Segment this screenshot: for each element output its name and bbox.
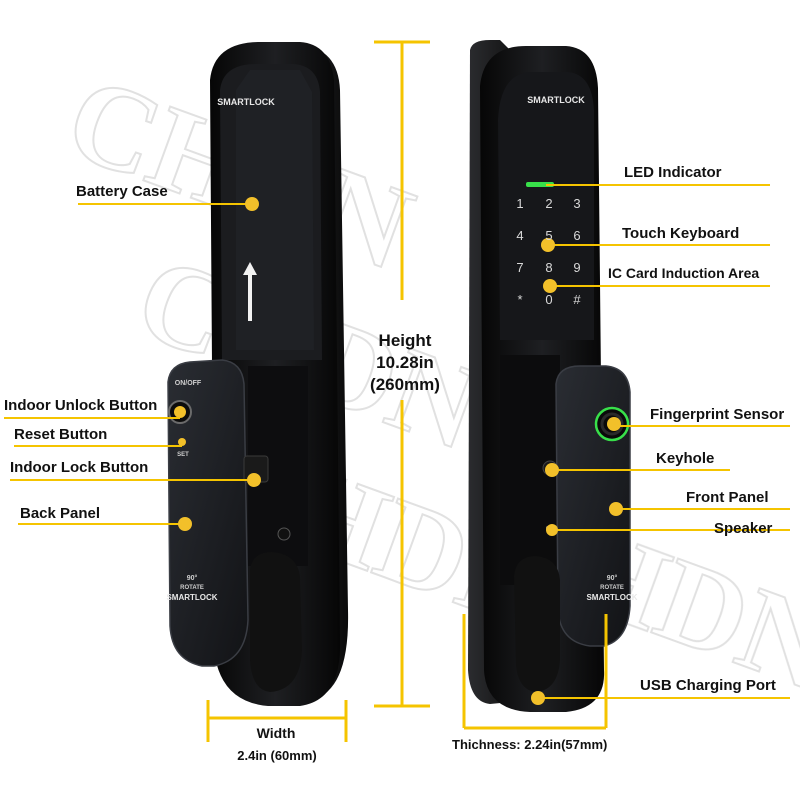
keypad-panel bbox=[498, 72, 594, 340]
label-back-panel: Back Panel bbox=[20, 505, 101, 522]
dot-ic-card bbox=[543, 279, 557, 293]
back-rotate-deg: 90° bbox=[187, 574, 198, 582]
back-lock bbox=[167, 42, 349, 706]
back-panel-plate bbox=[167, 359, 249, 667]
label-usb-charging-port: USB Charging Port bbox=[640, 677, 776, 694]
width-title: Width bbox=[256, 725, 296, 741]
label-indoor-unlock-button: Indoor Unlock Button bbox=[4, 397, 158, 414]
dot-indoor-lock bbox=[247, 473, 261, 487]
dot-touch-keyboard bbox=[541, 238, 555, 252]
back-lock-handle bbox=[250, 552, 302, 692]
front-lock-handle bbox=[514, 556, 560, 692]
dot-keyhole bbox=[545, 463, 559, 477]
touch-keypad: 1 2 3 4 5 6 7 8 9 * 0 # bbox=[516, 196, 581, 307]
label-front-panel: Front Panel bbox=[686, 489, 769, 506]
device-text: SMARTLOCK ON/OFF SET 90° ROTATE SMARTLOC… bbox=[166, 95, 637, 602]
label-battery-case: Battery Case bbox=[76, 183, 168, 200]
on-off-text: ON/OFF bbox=[175, 380, 202, 387]
height-millimeters: (260mm) bbox=[370, 375, 440, 394]
front-rotate-text: ROTATE bbox=[600, 585, 624, 591]
front-rotate-deg: 90° bbox=[607, 574, 618, 582]
keypad-key[interactable]: 6 bbox=[573, 228, 580, 243]
front-lock-brand: SMARTLOCK bbox=[527, 95, 585, 105]
keypad-key[interactable]: 2 bbox=[545, 196, 552, 211]
keypad-key[interactable]: 8 bbox=[545, 260, 552, 275]
label-speaker: Speaker bbox=[714, 520, 773, 537]
label-indoor-lock-button: Indoor Lock Button bbox=[10, 459, 149, 476]
width-value: 2.4in (60mm) bbox=[237, 748, 317, 763]
set-text: SET bbox=[177, 452, 189, 458]
dot-fingerprint bbox=[607, 417, 621, 431]
dot-indoor-unlock bbox=[174, 406, 186, 418]
height-inches: 10.28in bbox=[376, 353, 434, 372]
front-lock bbox=[468, 40, 631, 712]
keypad-key[interactable]: 7 bbox=[516, 260, 523, 275]
dimension-lines bbox=[206, 40, 608, 742]
height-title: Height bbox=[378, 331, 432, 350]
keypad-key[interactable]: 5 bbox=[545, 228, 552, 243]
callout-dots bbox=[174, 197, 623, 705]
dot-reset bbox=[178, 438, 186, 446]
back-rotate-text: ROTATE bbox=[180, 585, 204, 591]
battery-arrow-icon bbox=[243, 262, 257, 321]
label-fingerprint-sensor: Fingerprint Sensor bbox=[650, 406, 785, 423]
keypad-key[interactable]: 1 bbox=[516, 196, 523, 211]
dot-usb bbox=[531, 691, 545, 705]
keypad-key[interactable]: 4 bbox=[516, 228, 523, 243]
keypad-key[interactable]: # bbox=[573, 292, 581, 307]
thickness-value: Thichness: 2.24in(57mm) bbox=[452, 737, 608, 752]
back-lock-brand: SMARTLOCK bbox=[217, 97, 275, 107]
dot-battery-case bbox=[245, 197, 259, 211]
label-reset-button: Reset Button bbox=[14, 426, 108, 443]
label-keyhole: Keyhole bbox=[656, 450, 715, 467]
front-panel-brand: SMARTLOCK bbox=[586, 593, 637, 602]
dot-back-panel bbox=[178, 517, 192, 531]
dot-speaker bbox=[546, 524, 558, 536]
back-panel-brand: SMARTLOCK bbox=[166, 593, 217, 602]
label-led-indicator: LED Indicator bbox=[624, 164, 722, 181]
label-touch-keyboard: Touch Keyboard bbox=[622, 225, 740, 242]
keypad-key[interactable]: * bbox=[517, 292, 522, 307]
dot-front-panel bbox=[609, 502, 623, 516]
keypad-key[interactable]: 0 bbox=[545, 292, 552, 307]
keypad-key[interactable]: 3 bbox=[573, 196, 580, 211]
label-ic-card-area: IC Card Induction Area bbox=[608, 265, 760, 281]
keypad-key[interactable]: 9 bbox=[573, 260, 580, 275]
callout-lines bbox=[4, 184, 790, 699]
back-lock-screw bbox=[277, 527, 291, 541]
fingerprint-icon bbox=[600, 412, 624, 436]
